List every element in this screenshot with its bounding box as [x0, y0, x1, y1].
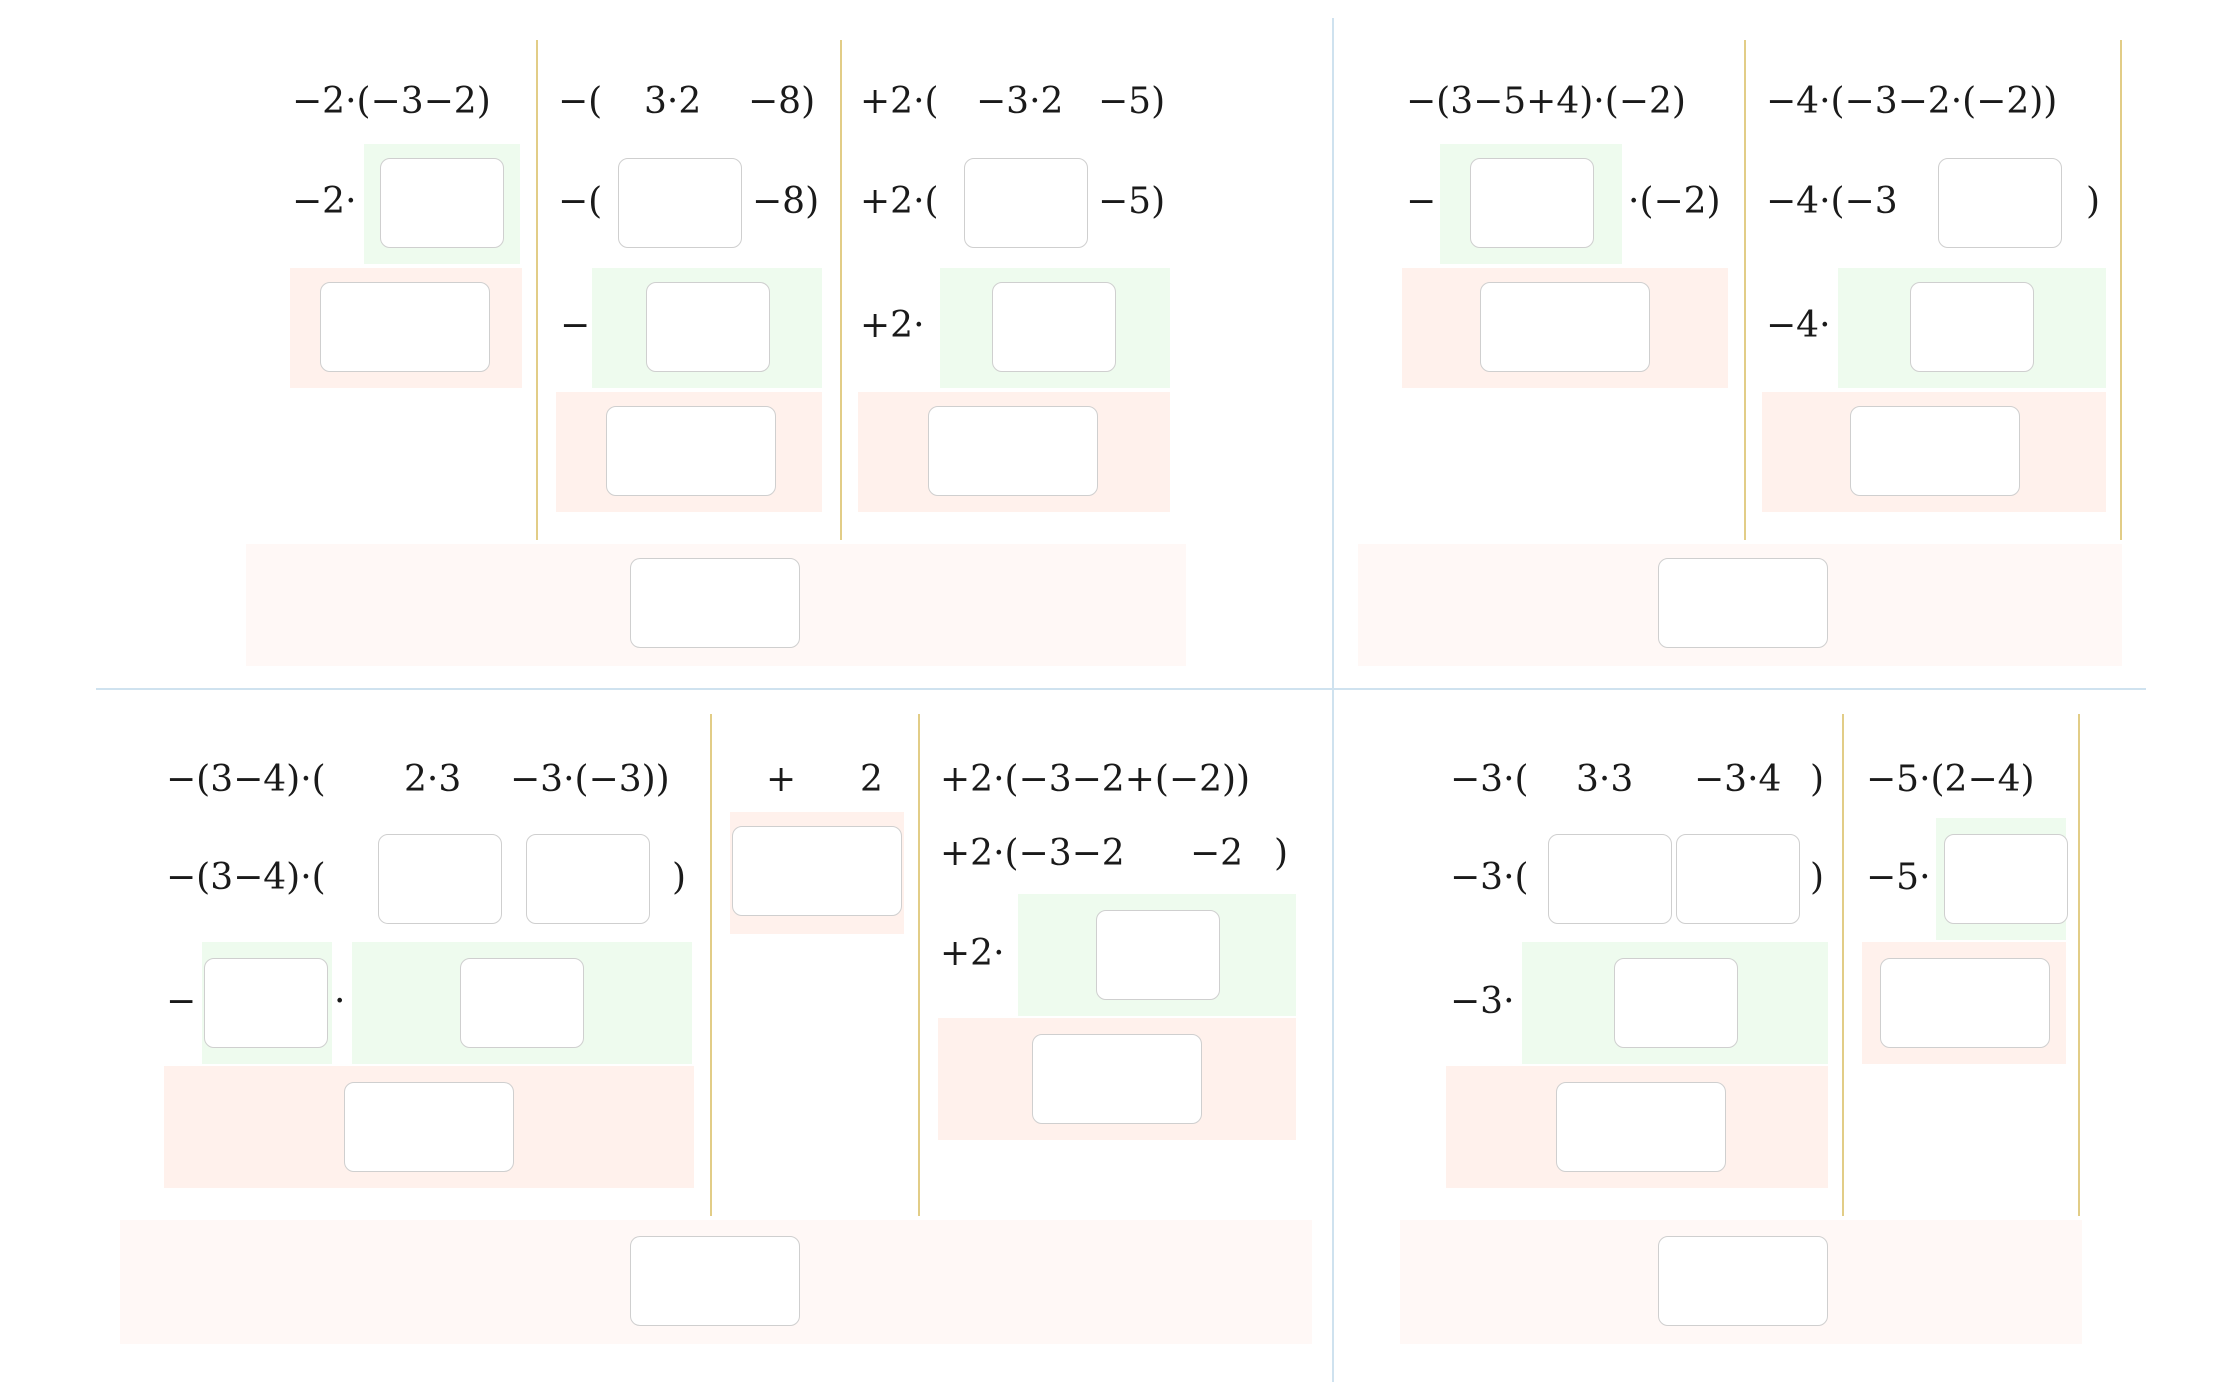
answer-input[interactable]: [320, 282, 490, 372]
answer-input[interactable]: [1614, 958, 1738, 1048]
expression-text: +2·(: [860, 81, 939, 122]
answer-input[interactable]: [1032, 1034, 1202, 1124]
expression-text: +2·: [860, 305, 925, 346]
expression-text: −3·2: [976, 81, 1064, 122]
expression-text: −(: [558, 181, 603, 222]
final-answer-input[interactable]: [1658, 1236, 1828, 1326]
expression-text: −3·(: [1450, 759, 1529, 800]
expression-text: 2: [860, 759, 883, 800]
expression-text: +2·(−3−2: [940, 833, 1125, 874]
expression-text: −3·(−3)): [510, 759, 670, 800]
expression-text: −(: [558, 81, 603, 122]
expression-text: −: [1406, 181, 1437, 222]
answer-input[interactable]: [732, 826, 902, 916]
quadrant-divider-vertical: [1332, 18, 1334, 1382]
answer-input[interactable]: [344, 1082, 514, 1172]
answer-input[interactable]: [1910, 282, 2034, 372]
column-divider: [1842, 714, 1844, 1216]
expression-text: ): [1810, 857, 1825, 898]
answer-input[interactable]: [1676, 834, 1800, 924]
expression-text: +2·(: [860, 181, 939, 222]
expression-text: ): [2086, 181, 2101, 222]
expression-text: ): [672, 857, 687, 898]
expression-text: −2·: [292, 181, 357, 222]
expression-text: −3·: [1450, 981, 1515, 1022]
answer-input[interactable]: [526, 834, 650, 924]
column-divider: [710, 714, 712, 1216]
expression-text: −8): [752, 181, 820, 222]
expression-text: −5): [1098, 81, 1166, 122]
column-divider: [536, 40, 538, 540]
final-answer-input[interactable]: [630, 558, 800, 648]
answer-input[interactable]: [1944, 834, 2068, 924]
answer-input[interactable]: [928, 406, 1098, 496]
expression-text: ·(−2): [1628, 181, 1721, 222]
answer-input[interactable]: [646, 282, 770, 372]
answer-input[interactable]: [606, 406, 776, 496]
expression-text: +2·(−3−2+(−2)): [940, 759, 1251, 800]
expression-text: −2: [1190, 833, 1244, 874]
answer-input[interactable]: [964, 158, 1088, 248]
expression-text: 3·3: [1576, 759, 1634, 800]
final-answer-input[interactable]: [1658, 558, 1828, 648]
expression-text: −4·(−3−2·(−2)): [1766, 81, 2058, 122]
column-divider: [918, 714, 920, 1216]
final-answer-input[interactable]: [630, 1236, 800, 1326]
column-divider: [2120, 40, 2122, 540]
expression-text: +2·: [940, 933, 1005, 974]
answer-input[interactable]: [460, 958, 584, 1048]
answer-input[interactable]: [992, 282, 1116, 372]
expression-text: +: [766, 759, 797, 800]
expression-text: −2·(−3−2): [292, 81, 491, 122]
answer-input[interactable]: [1938, 158, 2062, 248]
expression-text: −(3−4)·(: [166, 857, 326, 898]
answer-input[interactable]: [1850, 406, 2020, 496]
answer-input[interactable]: [380, 158, 504, 248]
expression-text: −(3−4)·(: [166, 759, 326, 800]
quadrant-divider-horizontal: [96, 688, 2146, 690]
answer-input[interactable]: [1096, 910, 1220, 1000]
expression-text: 2·3: [404, 759, 462, 800]
expression-text: 3·2: [644, 81, 702, 122]
expression-text: −5·: [1866, 857, 1931, 898]
expression-text: −3·(: [1450, 857, 1529, 898]
column-divider: [2078, 714, 2080, 1216]
answer-input[interactable]: [1470, 158, 1594, 248]
column-divider: [1744, 40, 1746, 540]
expression-text: ·: [334, 981, 346, 1022]
column-divider: [840, 40, 842, 540]
answer-input[interactable]: [204, 958, 328, 1048]
expression-text: −4·: [1766, 305, 1831, 346]
answer-input[interactable]: [1556, 1082, 1726, 1172]
expression-text: −(3−5+4)·(−2): [1406, 81, 1686, 122]
answer-input[interactable]: [1480, 282, 1650, 372]
expression-text: −: [560, 305, 591, 346]
expression-text: −5): [1098, 181, 1166, 222]
expression-text: ): [1274, 833, 1289, 874]
expression-text: −5·(2−4): [1866, 759, 2035, 800]
expression-text: −4·(−3: [1766, 181, 1898, 222]
expression-text: −8): [748, 81, 816, 122]
expression-text: ): [1810, 759, 1825, 800]
expression-text: −3·4: [1694, 759, 1782, 800]
answer-input[interactable]: [618, 158, 742, 248]
answer-input[interactable]: [1548, 834, 1672, 924]
answer-input[interactable]: [1880, 958, 2050, 1048]
answer-input[interactable]: [378, 834, 502, 924]
expression-text: −: [166, 981, 197, 1022]
